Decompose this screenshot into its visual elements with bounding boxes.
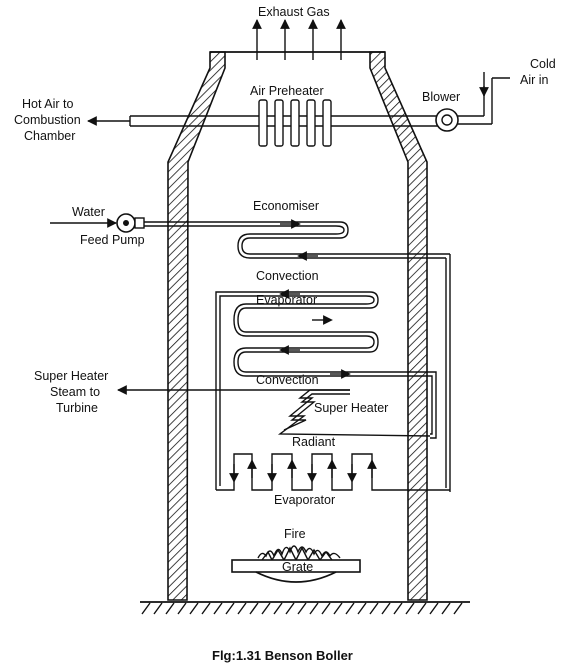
ground [140,601,470,615]
exhaust-arrows [252,19,346,60]
economiser-label: Economiser [253,199,319,213]
hot-air-label-2: Combustion [14,113,81,127]
water-label: Water [72,205,105,219]
feed-pump-label: Feed Pump [80,233,145,247]
exhaust-gas-label: Exhaust Gas [258,5,330,19]
feed-pump [116,213,145,233]
hot-air-label-1: Hot Air to [22,97,73,111]
convection-evaporator-label-1: Convection [256,269,319,283]
cold-air-label-1: Cold [530,57,556,71]
convection-evaporator-label-2: Evaporator [256,293,317,307]
convection-superheater-label-2: Super Heater [314,401,388,415]
grate-label: Grate [282,560,313,574]
cold-air-label-2: Air in [520,73,549,87]
convection-evaporator-coil [215,289,437,490]
air-preheater-label: Air Preheater [250,84,324,98]
radiant-label: Radiant [292,435,336,449]
fire [257,545,341,562]
steam-out-label-1: Super Heater [34,369,108,383]
steam-out-label-3: Turbine [56,401,98,415]
economiser-outlet-pipe [445,254,451,492]
boiler-right-wall [369,51,428,601]
figure-caption: Flg:1.31 Benson Boller [212,648,353,663]
boiler-left-wall [167,51,226,601]
fire-label: Fire [284,527,306,541]
blower [435,77,510,132]
radiant-evaporator-coil [216,453,450,491]
steam-out-label-2: Steam to [50,385,100,399]
grate [231,559,361,583]
hot-air-label-3: Chamber [24,129,75,143]
blower-label: Blower [422,90,460,104]
economiser-coil [144,219,450,261]
evaporator-label: Evaporator [274,493,335,507]
convection-superheater-label-1: Convection [256,373,319,387]
superheater-coil [277,389,431,437]
air-preheater [129,99,440,147]
